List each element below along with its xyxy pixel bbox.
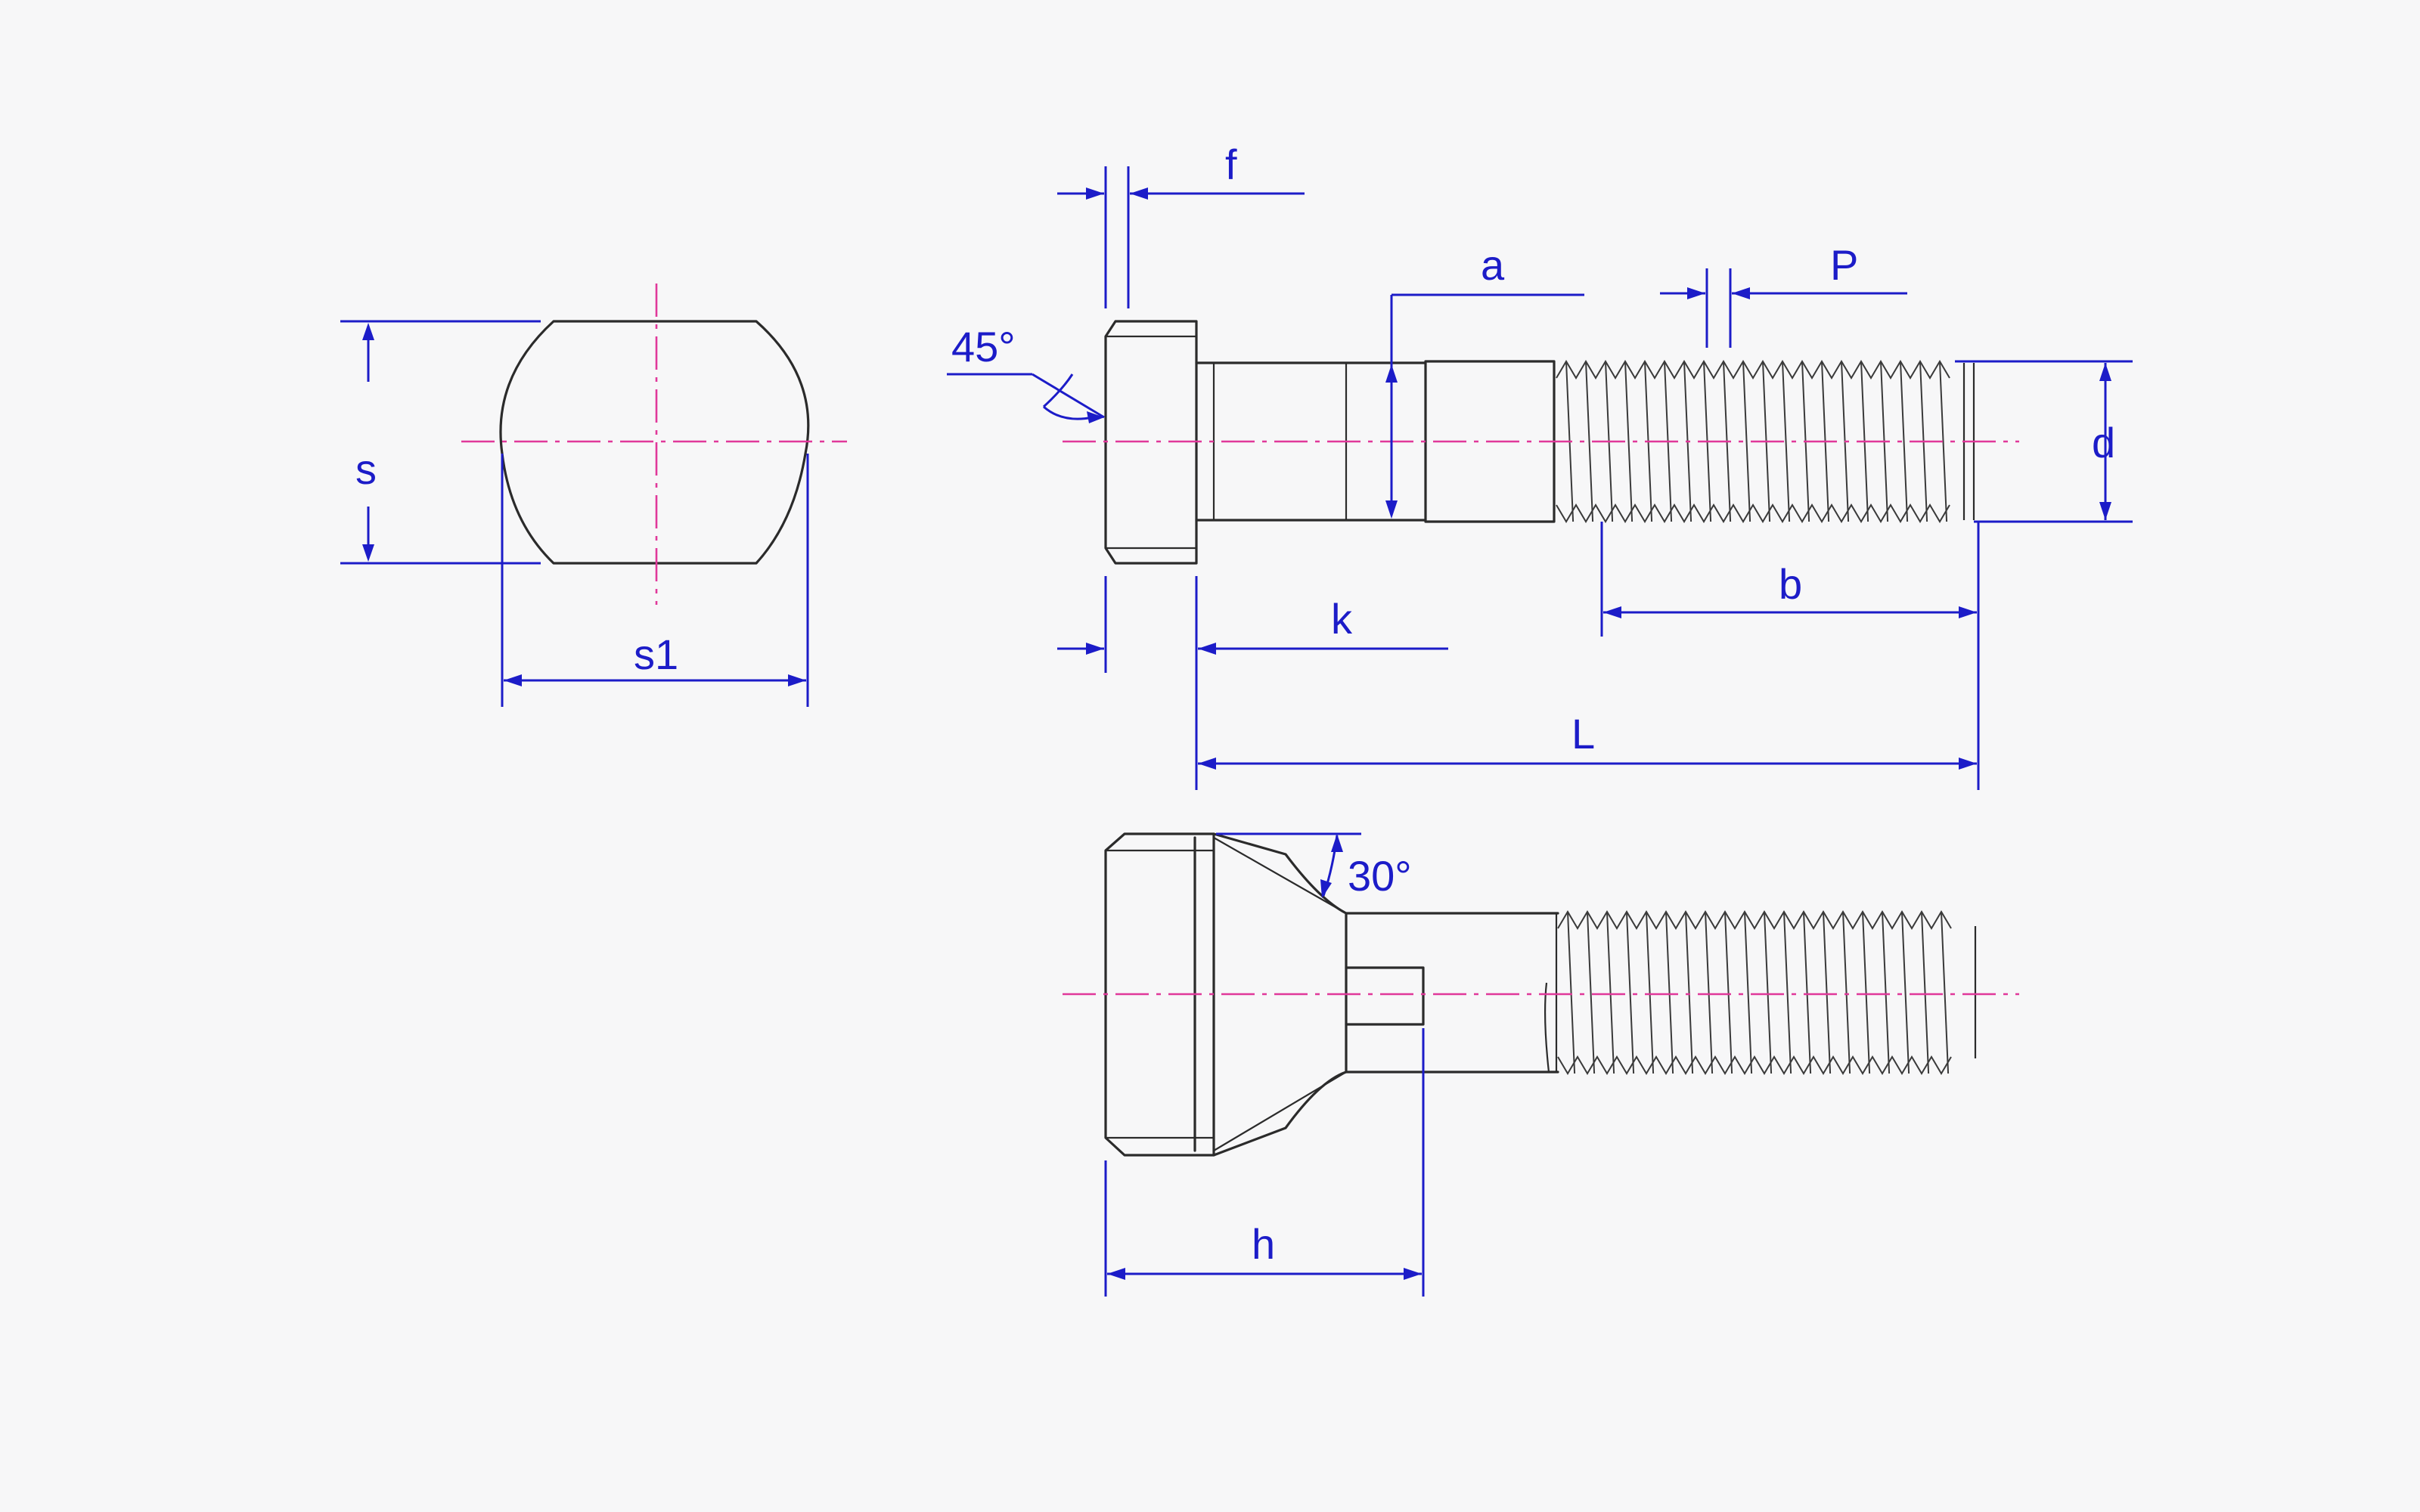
top-thread-flank-19 (1941, 911, 1950, 1074)
side-thread-flank-17 (1900, 361, 1909, 522)
top-thread-flank-14 (1842, 911, 1851, 1074)
top-thread-flank-17 (1901, 911, 1910, 1074)
label-k: k (1331, 595, 1353, 643)
top-thread-flank-8 (1724, 911, 1733, 1074)
top-view: 30° h (1063, 832, 2019, 1297)
side-thread-flank-19 (1939, 361, 1948, 522)
dimension-l: L (1198, 522, 1980, 790)
top-thread-flank-4 (1646, 911, 1655, 1074)
top-thread-flank-12 (1803, 911, 1812, 1074)
label-f: f (1225, 141, 1237, 188)
label-30-deg: 30° (1348, 852, 1412, 900)
dimension-a: a (1385, 241, 1584, 519)
top-thread (1544, 910, 1977, 1075)
dimension-f: f (1057, 141, 1305, 308)
side-thread-bottom-crest (1556, 503, 1950, 523)
top-thread-flank-10 (1764, 911, 1773, 1074)
top-thread-flank-3 (1626, 911, 1635, 1074)
top-view-slot (1345, 966, 1425, 1026)
side-view: f 45° a P (947, 141, 2133, 790)
end-view: s s1 (340, 284, 847, 707)
top-thread-flank-11 (1783, 911, 1792, 1074)
label-s1: s1 (634, 631, 678, 678)
dimension-b: b (1600, 522, 1977, 637)
dimension-s1: s1 (501, 454, 809, 707)
side-thread-flank-9 (1742, 361, 1751, 522)
top-thread-flank-1 (1587, 911, 1596, 1074)
top-thread-bottom-crest (1557, 1055, 1952, 1075)
top-thread-flank-6 (1685, 911, 1694, 1074)
label-d: d (2092, 419, 2115, 466)
top-thread-flank-16 (1882, 911, 1891, 1074)
dimension-30-deg: 30° (1216, 832, 1412, 900)
label-l: L (1571, 710, 1595, 758)
label-b: b (1779, 560, 1802, 608)
top-thread-top-crest (1557, 910, 1952, 930)
dimension-k: k (1057, 576, 1448, 790)
top-thread-flank-5 (1665, 911, 1674, 1074)
label-45-deg: 45° (951, 323, 1016, 370)
top-thread-flank-15 (1862, 911, 1871, 1074)
dimension-s: s (340, 320, 541, 565)
side-thread-flank-3 (1624, 361, 1634, 522)
top-thread-flank-13 (1823, 911, 1832, 1074)
top-thread-flank-9 (1744, 911, 1753, 1074)
label-s: s (355, 445, 377, 493)
side-thread-top-crest (1556, 360, 1950, 380)
end-view-outline (499, 320, 810, 565)
side-thread-flank-1 (1585, 361, 1594, 522)
top-thread-flank-7 (1705, 911, 1714, 1074)
dimension-p: P (1660, 241, 1907, 348)
dimension-h: h (1104, 1028, 1425, 1297)
dimension-d: d (1955, 360, 2133, 523)
label-a: a (1481, 241, 1505, 289)
top-thread-flanks (1567, 911, 1950, 1074)
label-p: P (1830, 241, 1858, 289)
side-thread-flank-11 (1782, 361, 1791, 522)
top-thread-flank-18 (1921, 911, 1930, 1074)
top-thread-flank-2 (1606, 911, 1615, 1074)
top-thread-flank-0 (1567, 911, 1576, 1074)
dimension-45-deg: 45° (947, 323, 1105, 423)
label-h: h (1252, 1220, 1275, 1268)
side-thread (1553, 360, 1975, 523)
